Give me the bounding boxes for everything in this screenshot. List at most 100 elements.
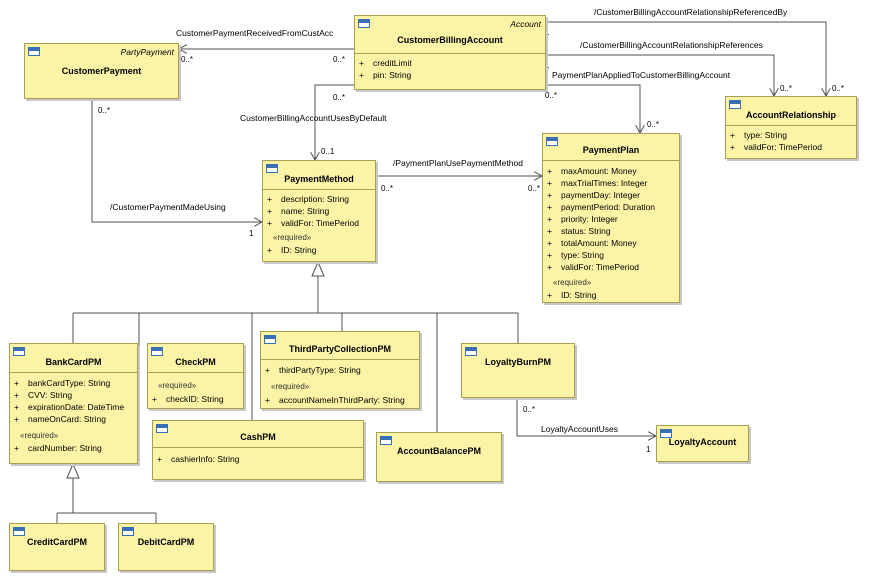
- assoc-plan-applied-line[interactable]: [546, 85, 640, 133]
- class-account-balance-pm[interactable]: AccountBalancePM: [376, 432, 502, 482]
- class-attribute: +accountNameInThirdParty: String: [265, 395, 405, 405]
- assoc-references-label: /CustomerBillingAccountRelationshipRefer…: [580, 40, 763, 50]
- assoc-plan-applied-mult-2: 0..*: [647, 120, 659, 129]
- class-attribute: +thirdPartyType: String: [265, 365, 361, 375]
- class-name: BankCardPM: [45, 357, 102, 367]
- class-name: LoyaltyAccount: [668, 437, 737, 447]
- class-stereotype: Account: [510, 19, 541, 29]
- assoc-plan-use-method-mult-1: 0..*: [381, 184, 393, 193]
- assoc-made-using-line[interactable]: [92, 99, 262, 222]
- assoc-referenced-by-label: /CustomerBillingAccountRelationshipRefer…: [594, 7, 788, 17]
- class-attribute: +maxTrialTimes: Integer: [547, 178, 648, 188]
- required-stereotype: «required»: [158, 381, 197, 390]
- assoc-uses-by-default-mult-1: 0..*: [333, 93, 345, 102]
- class-divider: [355, 53, 545, 54]
- class-icon: [380, 436, 392, 445]
- class-payment-plan[interactable]: PaymentPlan +maxAmount: Money +maxTrialT…: [542, 133, 680, 303]
- class-credit-card-pm[interactable]: CreditCardPM: [9, 523, 105, 571]
- required-stereotype: «required»: [273, 233, 312, 242]
- assoc-referenced-by-mult-2: 0..*: [832, 84, 844, 93]
- class-loyalty-burn-pm[interactable]: LoyaltyBurnPM: [461, 343, 575, 398]
- class-loyalty-account[interactable]: LoyaltyAccount: [656, 425, 749, 462]
- class-name: CashPM: [240, 432, 276, 442]
- class-attribute: +type: String: [730, 130, 787, 140]
- required-stereotype: «required»: [553, 278, 592, 287]
- class-icon: [13, 347, 25, 356]
- class-attribute: +cardNumber: String: [14, 443, 102, 453]
- assoc-made-using-mult-1: 0..*: [98, 106, 110, 115]
- class-attribute: +validFor: TimePeriod: [547, 262, 639, 272]
- class-divider: [10, 372, 137, 373]
- class-customer-billing-account[interactable]: Account CustomerBillingAccount +creditLi…: [354, 15, 546, 90]
- class-attribute: +paymentPeriod: Duration: [547, 202, 656, 212]
- class-name: ThirdPartyCollectionPM: [288, 344, 391, 354]
- assoc-loyalty-account-uses-label: LoyaltyAccountUses: [541, 424, 618, 434]
- class-cash-pm[interactable]: CashPM +cashierInfo: String: [152, 420, 364, 480]
- class-icon: [122, 527, 134, 536]
- assoc-uses-by-default-line[interactable]: [315, 85, 354, 160]
- class-attribute: +nameOnCard: String: [14, 414, 106, 424]
- class-icon: [28, 47, 40, 56]
- class-attribute: +name: String: [267, 206, 330, 216]
- class-attribute: +priority: Integer: [547, 214, 618, 224]
- generalization-payment-method: [72, 260, 519, 432]
- assoc-references-mult-1: 1: [545, 61, 550, 70]
- assoc-references-line[interactable]: [546, 55, 774, 96]
- assoc-made-using-label: /CustomerPaymentMadeUsing: [110, 202, 226, 212]
- class-icon: [13, 527, 25, 536]
- assoc-loyalty-account-uses-mult-1: 0..*: [523, 405, 535, 414]
- class-icon: [660, 429, 672, 438]
- class-name: AccountRelationship: [745, 110, 836, 120]
- class-debit-card-pm[interactable]: DebitCardPM: [118, 523, 214, 571]
- class-payment-method[interactable]: PaymentMethod +description: String +name…: [262, 160, 376, 262]
- class-attribute: +paymentDay: Integer: [547, 190, 640, 200]
- class-name: CustomerBillingAccount: [397, 35, 503, 45]
- class-name: PaymentMethod: [284, 174, 354, 184]
- class-third-party-collection-pm[interactable]: ThirdPartyCollectionPM +thirdPartyType: …: [260, 331, 420, 409]
- assoc-loyalty-account-uses-mult-2: 1: [646, 445, 651, 454]
- class-icon: [546, 137, 558, 146]
- class-attribute: +pin: String: [359, 70, 412, 80]
- assoc-uses-by-default-mult-2: 0..1: [321, 147, 335, 156]
- class-attribute: +checkID: String: [152, 394, 224, 404]
- class-stereotype: PartyPayment: [120, 47, 174, 57]
- assoc-payment-received-mult-2: 0..*: [333, 55, 345, 64]
- generalization-bank-card-pm: [56, 462, 157, 523]
- class-attribute: +ID: String: [547, 290, 597, 300]
- assoc-plan-use-method-mult-2: 0..*: [528, 184, 540, 193]
- class-divider: [543, 160, 679, 161]
- class-attribute: +totalAmount: Money: [547, 238, 637, 248]
- assoc-made-using-mult-2: 1: [249, 229, 254, 238]
- class-account-relationship[interactable]: AccountRelationship +type: String +valid…: [725, 96, 857, 159]
- assoc-references-mult-2: 0..*: [780, 84, 792, 93]
- class-attribute: +type: String: [547, 250, 604, 260]
- class-icon: [729, 100, 741, 109]
- assoc-referenced-by-mult-1: 1: [545, 28, 550, 37]
- class-name: CheckPM: [175, 357, 216, 367]
- class-attribute: +creditLimit: [359, 58, 412, 68]
- class-name: CustomerPayment: [61, 66, 142, 76]
- class-check-pm[interactable]: CheckPM «required» +checkID: String: [147, 343, 244, 409]
- class-bank-card-pm[interactable]: BankCardPM +bankCardType: String +CVV: S…: [9, 343, 138, 464]
- class-divider: [153, 447, 363, 448]
- class-icon: [264, 335, 276, 344]
- class-attribute: +description: String: [267, 194, 350, 204]
- required-stereotype: «required»: [271, 382, 310, 391]
- assoc-plan-applied-mult-1: 0..*: [545, 91, 557, 100]
- class-attribute: +bankCardType: String: [14, 378, 111, 388]
- class-attribute: +validFor: TimePeriod: [267, 218, 359, 228]
- assoc-loyalty-account-uses-line[interactable]: [517, 398, 656, 436]
- assoc-payment-received-mult-1: 0..*: [181, 55, 193, 64]
- assoc-payment-received-label: CustomerPaymentReceivedFromCustAcc: [176, 28, 334, 38]
- assoc-referenced-by-line[interactable]: [546, 22, 826, 96]
- assoc-plan-applied-label: PaymentPlanAppliedToCustomerBillingAccou…: [552, 70, 731, 80]
- assoc-plan-use-method-label: /PaymentPlanUsePaymentMethod: [393, 158, 523, 168]
- class-customer-payment[interactable]: PartyPayment CustomerPayment: [24, 43, 179, 99]
- class-name: AccountBalancePM: [396, 446, 482, 456]
- class-name: CreditCardPM: [26, 537, 87, 547]
- required-stereotype: «required»: [20, 431, 59, 440]
- class-icon: [358, 19, 370, 28]
- class-name: LoyaltyBurnPM: [484, 357, 551, 367]
